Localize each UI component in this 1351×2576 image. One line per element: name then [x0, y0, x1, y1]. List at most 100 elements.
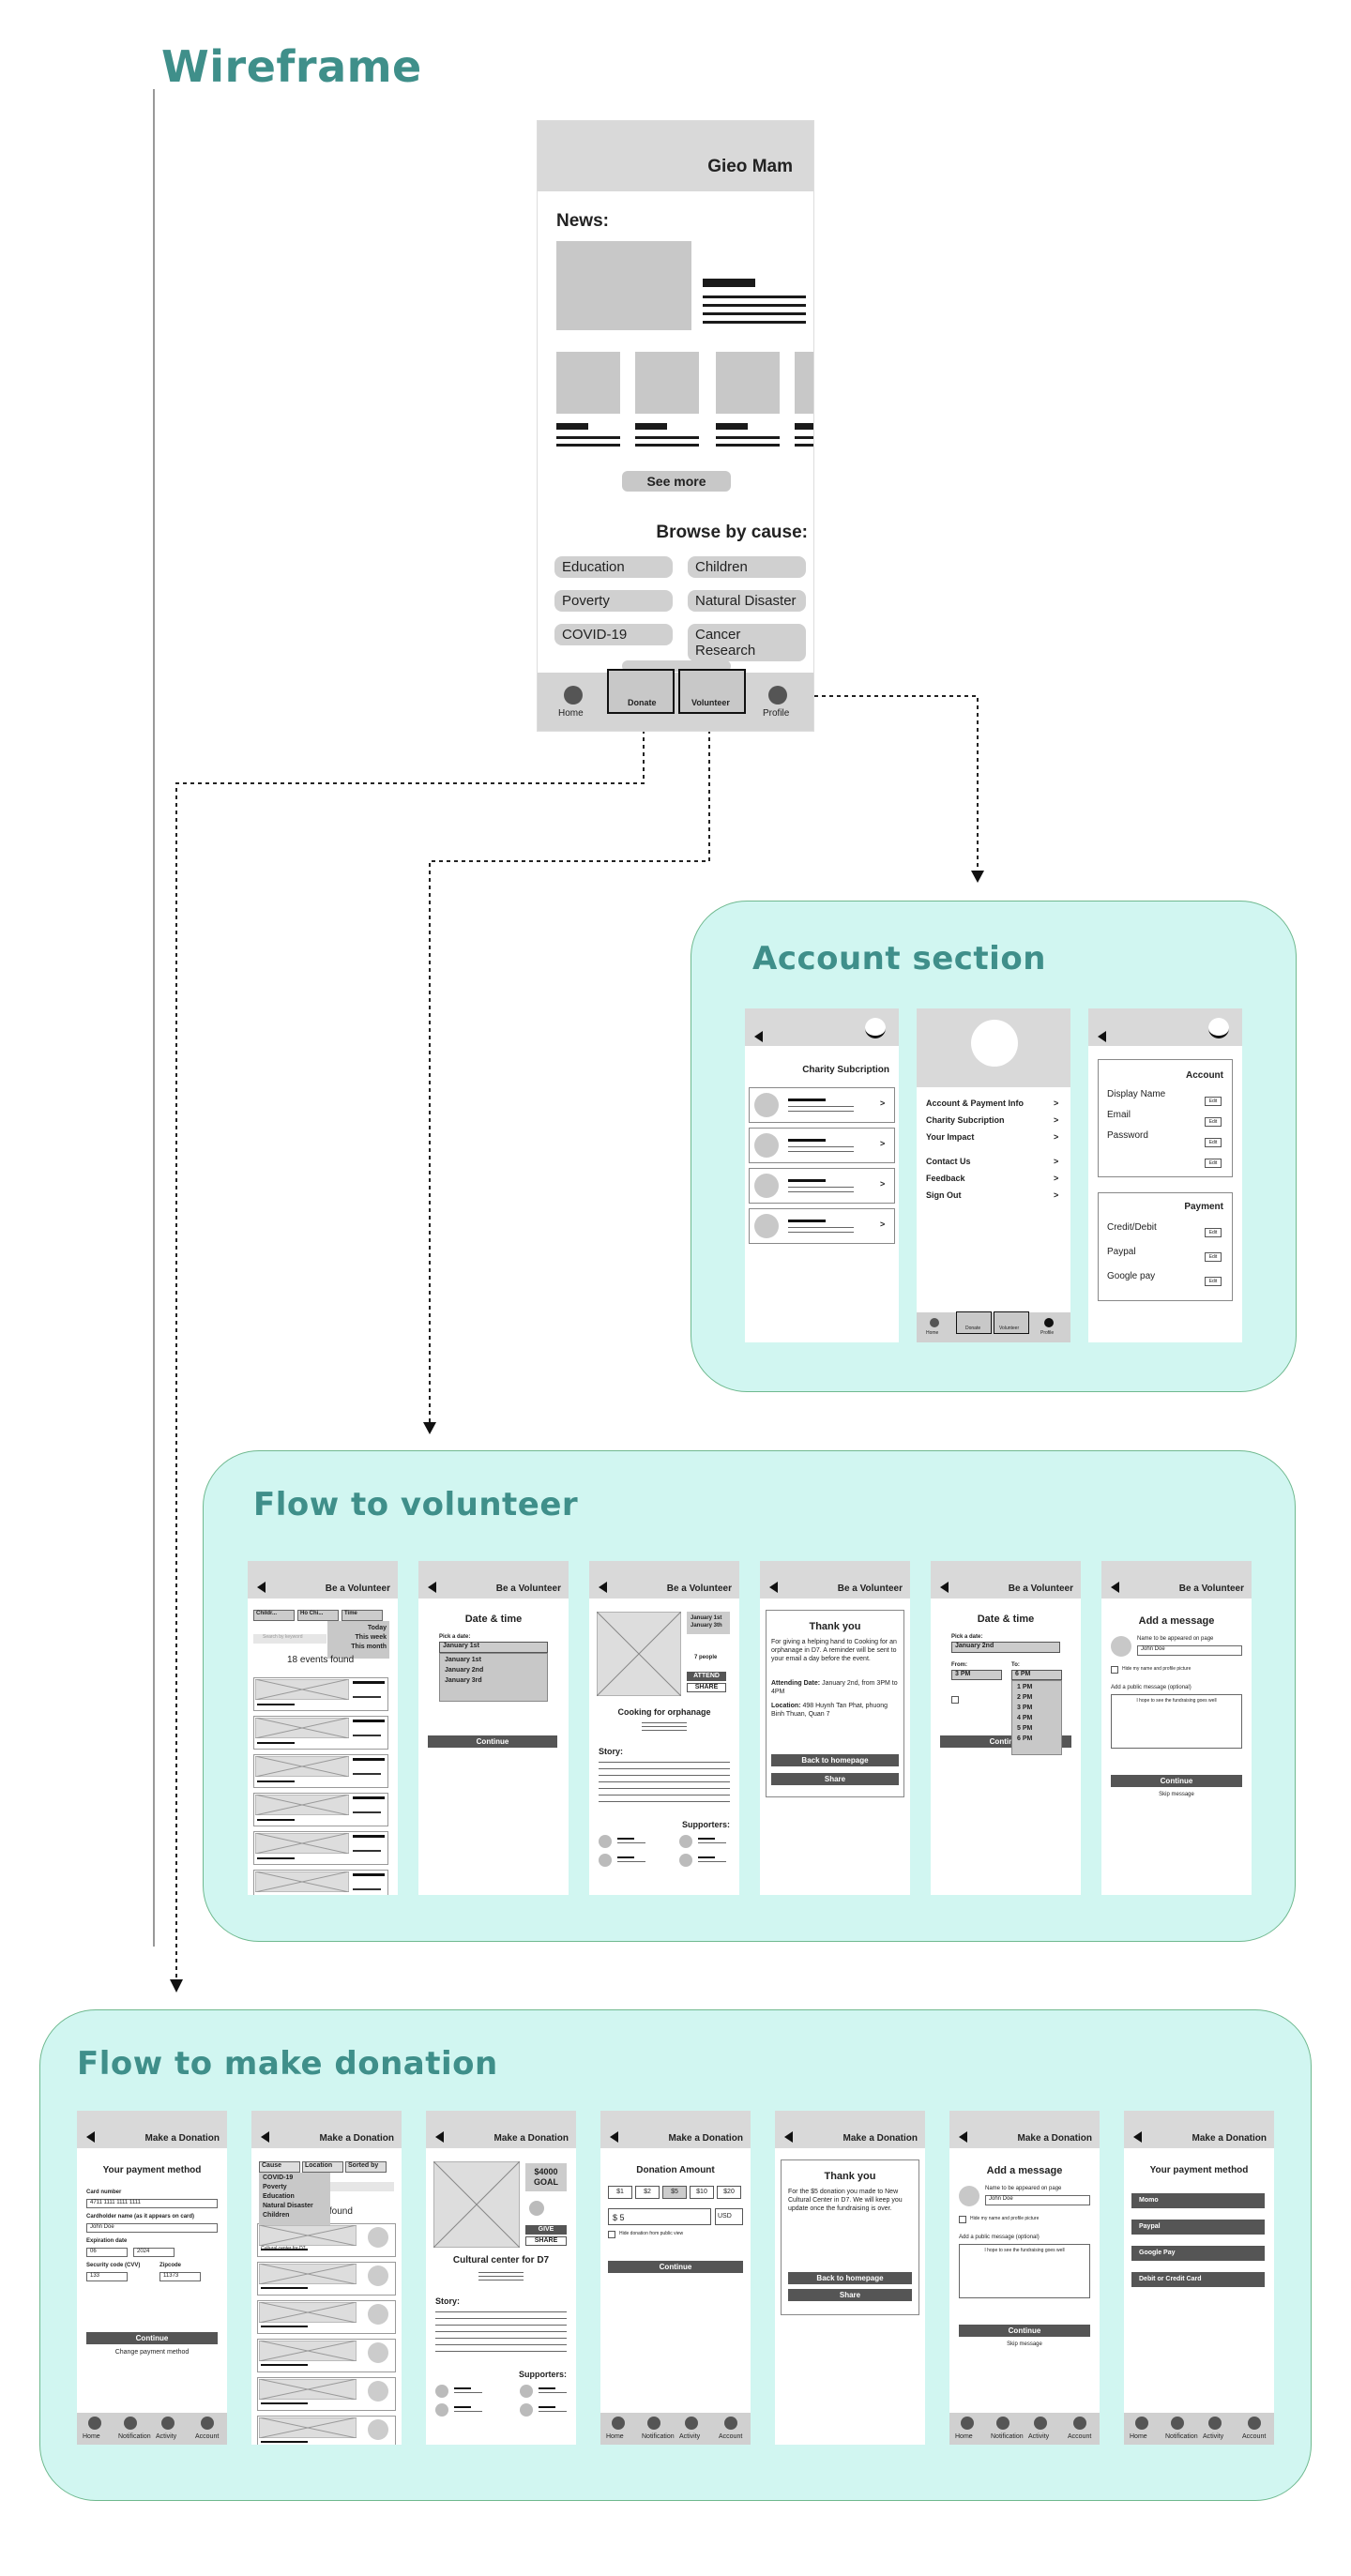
cause-option[interactable]: Children	[263, 2212, 290, 2219]
home-icon[interactable]	[88, 2417, 101, 2430]
nav-donate-button[interactable]	[607, 669, 675, 714]
cause-chip[interactable]: Cancer Research	[688, 624, 806, 661]
menu-item[interactable]: Charity Subcription	[926, 1115, 1005, 1125]
account-icon[interactable]	[724, 2417, 737, 2430]
cause-chip[interactable]: Children	[688, 556, 806, 578]
menu-item[interactable]: Contact Us	[926, 1157, 971, 1166]
back-icon[interactable]	[769, 1582, 778, 1593]
card-input[interactable]: 4711 1111 1111 1111	[86, 2199, 218, 2208]
back-icon[interactable]	[784, 2131, 793, 2143]
exp-month-input[interactable]: 06	[86, 2248, 128, 2257]
nav-label[interactable]: Activity	[1028, 2433, 1050, 2440]
name-input[interactable]: John Doe	[1137, 1645, 1242, 1656]
payment-method-button[interactable]: Momo	[1131, 2193, 1265, 2208]
menu-item[interactable]: Sign Out	[926, 1190, 962, 1200]
back-icon[interactable]	[428, 1582, 436, 1593]
nav-label[interactable]: Account	[719, 2433, 743, 2440]
nav-profile[interactable]: Profile	[763, 708, 790, 719]
share-button[interactable]: SHARE	[525, 2236, 567, 2246]
news-thumb[interactable]	[716, 352, 780, 414]
skip-link[interactable]: Skip message	[1159, 1792, 1194, 1797]
cause-option[interactable]: Poverty	[263, 2184, 287, 2190]
time-option[interactable]: 2 PM	[1017, 1694, 1033, 1701]
activity-icon[interactable]	[1208, 2417, 1222, 2430]
back-icon[interactable]	[599, 1582, 607, 1593]
amount-option[interactable]: $2	[635, 2186, 660, 2199]
chevron-right-icon[interactable]: >	[1054, 1174, 1059, 1183]
back-icon[interactable]	[1133, 2131, 1142, 2143]
notification-icon[interactable]	[1171, 2417, 1184, 2430]
edit-button[interactable]: Edit	[1205, 1097, 1222, 1106]
back-icon[interactable]	[1098, 1031, 1106, 1042]
see-more-button[interactable]: See more	[622, 471, 731, 492]
nav-home[interactable]: Home	[926, 1330, 939, 1336]
home-icon[interactable]	[612, 2417, 625, 2430]
cause-chip[interactable]: Poverty	[554, 590, 673, 612]
continue-button[interactable]: Continue	[86, 2332, 218, 2344]
edit-button[interactable]: Edit	[1205, 1117, 1222, 1127]
nav-label[interactable]: Activity	[1203, 2433, 1224, 2440]
home-icon[interactable]	[961, 2417, 974, 2430]
notification-icon[interactable]	[124, 2417, 137, 2430]
skip-link[interactable]: Skip message	[1007, 2341, 1042, 2347]
menu-item[interactable]: Account & Payment Info	[926, 1099, 1025, 1108]
cause-chip[interactable]: Education	[554, 556, 673, 578]
date-select[interactable]: January 1st	[439, 1642, 548, 1653]
home-icon[interactable]	[1135, 2417, 1148, 2430]
news-thumb[interactable]	[556, 352, 620, 414]
nav-home[interactable]: Home	[558, 708, 584, 719]
message-textarea[interactable]: I hope to see the fundraising goes well	[1111, 1694, 1242, 1749]
amount-option[interactable]: $1	[608, 2186, 632, 2199]
menu-item[interactable]: Your Impact	[926, 1132, 975, 1142]
back-icon[interactable]	[261, 2131, 269, 2143]
cause-chip[interactable]: COVID-19	[554, 624, 673, 645]
amount-option[interactable]: $5	[662, 2186, 687, 2199]
time-option[interactable]: 3 PM	[1017, 1705, 1033, 1711]
share-button[interactable]: SHARE	[687, 1683, 726, 1692]
cvv-input[interactable]: 133	[86, 2272, 128, 2281]
checkbox[interactable]	[608, 2231, 615, 2238]
change-method-link[interactable]: Change payment method	[114, 2349, 190, 2356]
nav-label[interactable]: Home	[83, 2433, 100, 2440]
chevron-right-icon[interactable]: >	[880, 1099, 886, 1108]
cause-option[interactable]: Education	[263, 2193, 295, 2200]
cause-chip[interactable]: Natural Disaster	[688, 590, 806, 612]
from-select[interactable]: 3 PM	[951, 1670, 1002, 1680]
holder-input[interactable]: John Doe	[86, 2223, 218, 2233]
time-option[interactable]: This month	[351, 1644, 387, 1650]
share-button[interactable]: Share	[771, 1773, 899, 1785]
back-icon[interactable]	[754, 1031, 763, 1042]
edit-button[interactable]: Edit	[1205, 1228, 1222, 1237]
edit-button[interactable]: Edit	[1205, 1277, 1222, 1286]
search-input[interactable]: Search by keyword	[253, 1634, 326, 1644]
time-option[interactable]: 6 PM	[1017, 1735, 1033, 1742]
currency-select[interactable]: USD	[715, 2208, 743, 2225]
avatar-icon[interactable]	[865, 1018, 886, 1038]
nav-label[interactable]: Notification	[642, 2433, 675, 2440]
profile-avatar[interactable]	[971, 1020, 1018, 1067]
back-icon[interactable]	[610, 2131, 618, 2143]
nav-label[interactable]: Home	[606, 2433, 624, 2440]
notification-icon[interactable]	[647, 2417, 660, 2430]
news-thumb[interactable]	[635, 352, 699, 414]
share-button[interactable]: Share	[788, 2289, 912, 2301]
account-icon[interactable]	[201, 2417, 214, 2430]
time-option[interactable]: 1 PM	[1017, 1684, 1033, 1690]
payment-method-button[interactable]: Google Pay	[1131, 2246, 1265, 2261]
nav-label[interactable]: Notification	[118, 2433, 151, 2440]
home-icon[interactable]	[930, 1318, 939, 1327]
nav-label[interactable]: Account	[1242, 2433, 1267, 2440]
continue-button[interactable]: Continue	[608, 2261, 743, 2273]
nav-donate-button[interactable]	[956, 1311, 992, 1334]
payment-method-button[interactable]: Paypal	[1131, 2220, 1265, 2235]
profile-icon[interactable]	[768, 686, 787, 705]
filter-dropdown[interactable]: Time	[342, 1610, 383, 1621]
time-option[interactable]: 4 PM	[1017, 1715, 1033, 1721]
nav-label[interactable]: Activity	[679, 2433, 701, 2440]
nav-volunteer-button[interactable]	[994, 1311, 1029, 1334]
chevron-right-icon[interactable]: >	[1054, 1190, 1059, 1200]
chevron-right-icon[interactable]: >	[880, 1139, 886, 1148]
nav-label[interactable]: Activity	[156, 2433, 177, 2440]
nav-label[interactable]: Account	[1068, 2433, 1092, 2440]
amount-option[interactable]: $10	[690, 2186, 714, 2199]
